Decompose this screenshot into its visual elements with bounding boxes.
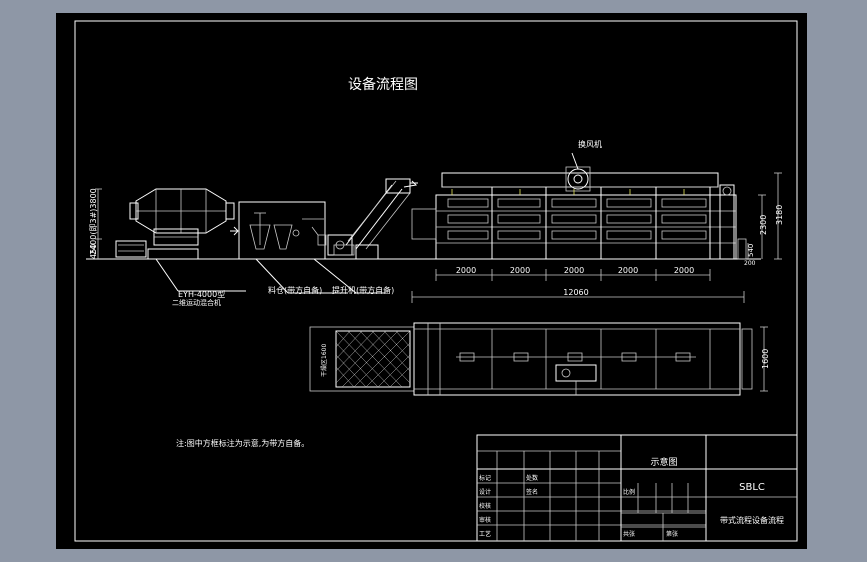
row-label-5: 工艺 (479, 530, 491, 538)
elevator-label: 提升机(带方自备) (332, 285, 394, 295)
dryer-fan: 换风机 (565, 139, 602, 192)
fan-label: 换风机 (578, 139, 602, 149)
inclined-elevator: 提升机(带方自备) (313, 178, 418, 295)
belt-dryer-plan: 干燥区1600 1600 (309, 322, 770, 396)
row-mark-1: 处数 (526, 474, 538, 482)
mixer-base-dim: 450 (89, 244, 98, 259)
plan-left-label: 干燥区1600 (320, 344, 328, 377)
height-low-dim: 540 (747, 244, 755, 257)
title-block-name: 带式流程设备流程 (720, 515, 784, 525)
segment-3-dim: 2000 (564, 266, 584, 275)
drawing-title: 设备流程图 (348, 76, 418, 93)
plan-width-dim: 1600 (761, 349, 770, 369)
drawing-frame (74, 20, 798, 542)
height-mid-dim: 2300 (759, 215, 768, 235)
row-label-2: 设计 (479, 488, 491, 496)
height-dimensions: 3180 2300 540 200 (744, 172, 784, 267)
mixer-height-dim: 2400(即3#)3800 (89, 188, 98, 255)
row-label-1: 标记 (479, 474, 491, 482)
title-block-code: SBLC (739, 482, 765, 493)
mixer-desc-label: 二维运动混合机 (172, 298, 221, 307)
process-flow-drawing: 设备流程图 2400(即3#)3800 450 EYH-4000型 二维运动混合… (74, 20, 798, 542)
mixer-model-label: EYH-4000型 (178, 290, 225, 299)
row-mark-5: 第张 (666, 530, 678, 538)
drawing-note: 注:图中方框标注为示意,为带方自备。 (176, 438, 309, 448)
segment-4-dim: 2000 (618, 266, 638, 275)
feeder-label: 料仓(带方自备) (268, 285, 322, 295)
segment-5-dim: 2000 (674, 266, 694, 275)
row-mark-3: 比例 (623, 488, 635, 496)
belt-dryer-elevation: 换风机 (411, 139, 747, 260)
segment-2-dim: 2000 (510, 266, 530, 275)
feed-bin: 料仓(带方自备) (230, 201, 348, 295)
mixer-machine: 2400(即3#)3800 450 EYH-4000型 二维运动混合机 (89, 188, 246, 307)
segment-1-dim: 2000 (456, 266, 476, 275)
height-base-dim: 200 (744, 260, 756, 267)
overall-length-dim: 12060 (563, 288, 588, 297)
row-label-3: 校核 (479, 502, 491, 510)
title-block-kind: 示意图 (650, 456, 677, 468)
row-label-4: 审核 (479, 516, 491, 524)
length-dimensions: 2000 2000 2000 2000 2000 12060 (411, 266, 745, 303)
row-mark-4: 共张 (623, 530, 635, 538)
title-block: 示意图 SBLC 带式流程设备流程 标记 设计 校核 审核 工艺 处数 签名 比… (476, 434, 798, 542)
drawing-sheet: 设备流程图 2400(即3#)3800 450 EYH-4000型 二维运动混合… (56, 13, 807, 549)
height-total-dim: 3180 (775, 205, 784, 225)
row-mark-2: 签名 (526, 488, 538, 496)
